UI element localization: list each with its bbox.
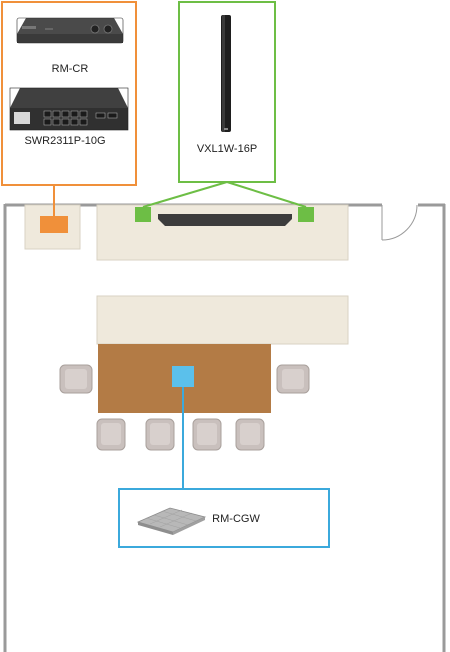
ceiling-microphone-icon [136, 507, 207, 535]
speaker-marker-left [135, 207, 151, 222]
rm-cr-label: RM-CR [52, 63, 89, 75]
rm-cgw-label: RM-CGW [212, 513, 260, 525]
rack-equipment-callout: RM-CR SWR2311P-10G [1, 1, 137, 186]
swr-label: SWR2311P-10G [24, 135, 105, 147]
network-switch-icon [9, 87, 129, 131]
room-walls [3, 203, 446, 652]
chairs [59, 364, 310, 451]
microphone-callout: RM-CGW [118, 488, 330, 548]
vxl-label: VXL1W-16P [197, 143, 257, 155]
chair-right [276, 364, 310, 394]
speaker-connector-left [142, 181, 228, 208]
mic-marker [172, 366, 194, 387]
processor-box-icon [16, 17, 124, 44]
speaker-callout: VXL1W-16P [178, 1, 276, 183]
chair-bottom-4 [235, 418, 265, 451]
line-array-speaker-icon [221, 15, 231, 132]
chair-bottom-2 [145, 418, 175, 451]
speaker-connector-right [226, 181, 307, 208]
door-icon [381, 204, 418, 241]
speaker-marker-right [298, 207, 314, 222]
chair-left [59, 364, 93, 394]
chair-bottom-1 [96, 418, 126, 451]
rack-marker [40, 216, 68, 233]
back-bench [96, 295, 349, 345]
display-screen [158, 214, 292, 226]
chair-bottom-3 [192, 418, 222, 451]
